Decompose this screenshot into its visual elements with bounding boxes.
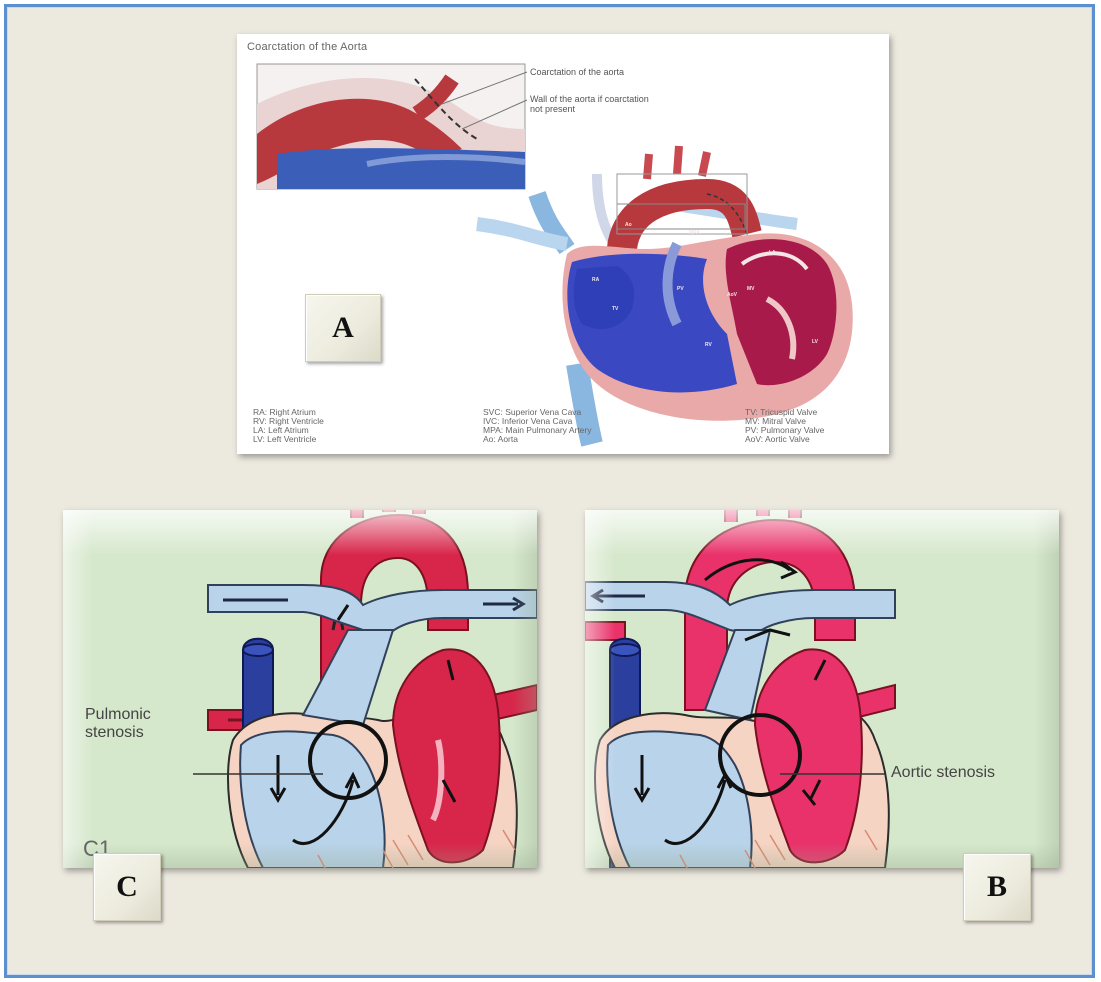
heart-label-pv: PV — [677, 286, 684, 292]
panel-c-pulmonic-stenosis: Pulmonic stenosis C1 — [63, 510, 537, 868]
legend-item: LV: Left Ventricle — [253, 435, 324, 444]
aortic-stenosis-illustration — [585, 510, 1059, 868]
panel-badge-b: B — [963, 853, 1031, 921]
panel-b-aortic-stenosis: Aortic stenosis — [585, 510, 1059, 868]
figure-frame: Coarctation of the Aorta Coarctation of … — [4, 4, 1095, 978]
pulmonic-stenosis-label: Pulmonic stenosis — [85, 706, 151, 742]
heart-label-la: LA — [769, 250, 776, 256]
heart-label-ra: RA — [592, 277, 599, 283]
label-line: stenosis — [85, 724, 151, 742]
legend-column-vessels: SVC: Superior Vena Cava IVC: Inferior Ve… — [483, 408, 592, 444]
heart-label-rv: RV — [705, 342, 712, 348]
panel-badge-c: C — [93, 853, 161, 921]
panel-a-title: Coarctation of the Aorta — [247, 41, 367, 53]
heart-label-mpa: MPA — [689, 230, 700, 236]
heart-label-mv: MV — [747, 286, 755, 292]
heart-label-aov: AoV — [727, 292, 737, 298]
callout-aorta-wall: Wall of the aorta if coarctation not pre… — [530, 94, 650, 114]
heart-label-lv: LV — [812, 339, 818, 345]
heart-label-tv: TV — [612, 306, 618, 312]
heart-label-ao: Ao — [625, 222, 632, 228]
legend-item: Ao: Aorta — [483, 435, 592, 444]
label-line: Pulmonic — [85, 706, 151, 724]
callout-coarctation: Coarctation of the aorta — [530, 67, 640, 77]
legend-column-valves: TV: Tricuspid Valve MV: Mitral Valve PV:… — [745, 408, 824, 444]
panel-a-coarctation: Coarctation of the Aorta Coarctation of … — [237, 34, 889, 454]
pulmonic-stenosis-illustration — [63, 510, 537, 868]
legend-item: AoV: Aortic Valve — [745, 435, 824, 444]
aortic-stenosis-label: Aortic stenosis — [891, 764, 995, 782]
panel-badge-a: A — [305, 294, 381, 362]
legend-column-chambers: RA: Right Atrium RV: Right Ventricle LA:… — [253, 408, 324, 444]
